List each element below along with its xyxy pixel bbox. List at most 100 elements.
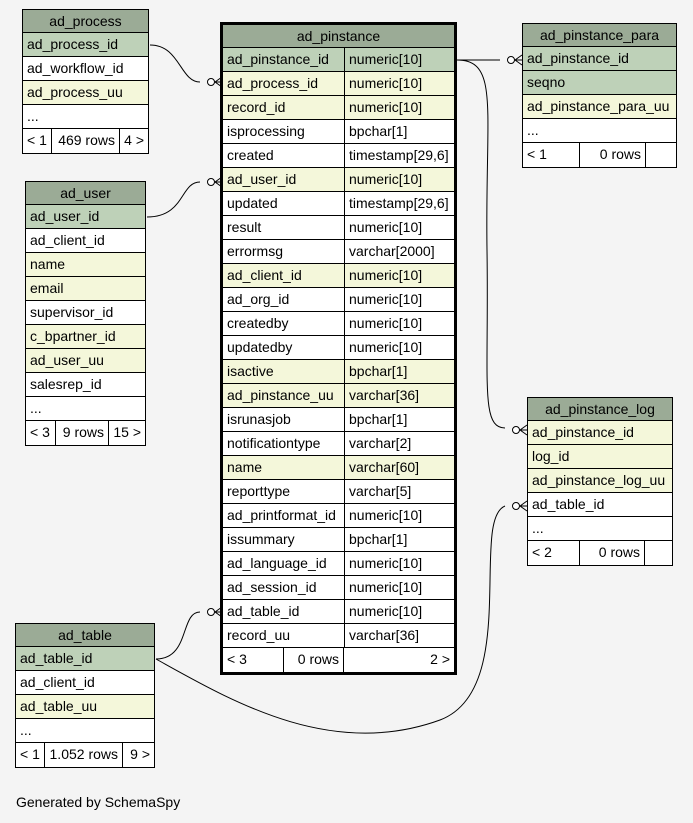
column-row[interactable]: ad_process_uu [23, 81, 148, 105]
children-count[interactable]: 9 > [130, 746, 150, 762]
column-type: varchar[36] [344, 624, 454, 647]
column-row[interactable]: log_id [528, 445, 672, 469]
column-row[interactable]: seqno [523, 71, 676, 95]
column-row[interactable]: name [26, 253, 145, 277]
column-type: numeric[10] [344, 96, 454, 119]
parents-count[interactable]: < 1 [523, 143, 580, 167]
column-row[interactable]: ... [528, 517, 672, 541]
column-row[interactable]: ad_process_id [23, 33, 148, 57]
column-row[interactable]: email [26, 277, 145, 301]
column-name: ad_client_id [20, 674, 95, 690]
column-row[interactable]: supervisor_id [26, 301, 145, 325]
column-type: bpchar[1] [344, 120, 454, 143]
column-name: record_id [227, 99, 286, 115]
column-row[interactable]: ad_client_id [26, 229, 145, 253]
column-type: varchar[2000] [344, 240, 454, 263]
children-count[interactable] [646, 143, 676, 167]
column-row[interactable]: ad_user_id [26, 205, 145, 229]
table-header[interactable]: ad_pinstance [223, 25, 454, 48]
table-header[interactable]: ad_pinstance_log [528, 398, 672, 421]
relation-log-crow [512, 424, 528, 436]
column-row[interactable]: salesrep_id [26, 373, 145, 397]
column-name: ad_process_id [227, 75, 319, 91]
parents-count[interactable]: < 3 [26, 421, 56, 445]
column-row[interactable]: ... [16, 719, 154, 743]
column-name: ... [532, 520, 544, 536]
column-row[interactable]: ad_pinstance_log_uu [528, 469, 672, 493]
column-type: numeric[10] [344, 336, 454, 359]
column-row[interactable]: ad_user_uu [26, 349, 145, 373]
table-header[interactable]: ad_pinstance_para [523, 24, 676, 47]
column-type: timestamp[29,6] [344, 144, 454, 167]
column-type: timestamp[29,6] [344, 192, 454, 215]
parents-count[interactable]: < 3 [223, 648, 284, 672]
parents-count[interactable]: < 2 [528, 541, 580, 565]
column-name: ad_table_uu [20, 698, 98, 714]
column-name: ad_process_id [27, 36, 119, 52]
row-count: 469 rows [52, 129, 120, 153]
column-row[interactable]: ad_pinstance_id [528, 421, 672, 445]
children-count[interactable]: 2 > [430, 651, 450, 667]
children-count[interactable]: 4 > [124, 132, 144, 148]
column-name: ad_pinstance_id [532, 424, 634, 440]
column-row[interactable]: record_id numeric[10] [223, 96, 454, 120]
column-name: ad_org_id [227, 291, 290, 307]
column-type: bpchar[1] [344, 408, 454, 431]
table-header[interactable]: ad_process [23, 10, 148, 33]
column-row[interactable]: c_bpartner_id [26, 325, 145, 349]
parents-count[interactable]: < 1 [23, 129, 52, 153]
column-row[interactable]: ad_workflow_id [23, 57, 148, 81]
column-name: notificationtype [227, 435, 321, 451]
column-name: ad_table_id [532, 496, 605, 512]
column-row[interactable]: ad_table_uu [16, 695, 154, 719]
table-header[interactable]: ad_table [16, 624, 154, 647]
column-row[interactable]: ... [523, 119, 676, 143]
row-count: 9 rows [56, 421, 109, 445]
children-count[interactable] [645, 541, 672, 565]
parents-count[interactable]: < 1 [16, 743, 45, 767]
column-row[interactable]: ad_table_id [528, 493, 672, 517]
column-row[interactable]: ad_pinstance_id [523, 47, 676, 71]
column-name: ad_session_id [227, 579, 317, 595]
table-header[interactable]: ad_user [26, 182, 145, 205]
column-row[interactable]: ad_table_id [16, 647, 154, 671]
children-count[interactable]: 15 > [113, 424, 141, 440]
column-type: bpchar[1] [344, 528, 454, 551]
column-row[interactable]: ... [26, 397, 145, 421]
column-row[interactable]: ad_client_id [16, 671, 154, 695]
column-row[interactable]: ... [23, 105, 148, 129]
column-row[interactable]: ad_pinstance_para_uu [523, 95, 676, 119]
